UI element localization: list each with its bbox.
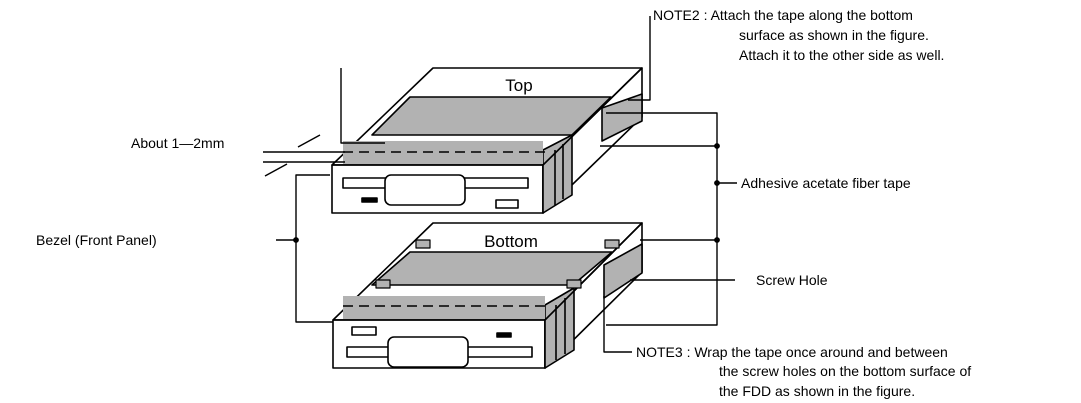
note2-leader xyxy=(628,16,651,101)
top-drive-tape-band-side-front xyxy=(542,134,573,214)
screw-hole-icon xyxy=(415,239,431,249)
adhesive-tape-bracket xyxy=(606,112,718,326)
bottom-drive-tape-band-side xyxy=(603,243,643,299)
top-drive-eject-recess xyxy=(384,174,466,206)
bottom-drive-eject-recess xyxy=(387,336,469,368)
dimension-tick-upper xyxy=(297,134,321,148)
bezel-label: Bezel (Front Panel) xyxy=(36,232,157,248)
note3-line2: the screw holes on the bottom surface of xyxy=(719,363,971,379)
adhesive-tape-label: Adhesive acetate fiber tape xyxy=(741,175,911,191)
top-drive xyxy=(331,67,643,214)
bottom-drive-eject-button xyxy=(351,326,377,336)
top-drive-tape-band-side xyxy=(601,93,643,142)
bottom-drive xyxy=(332,222,643,369)
screw-hole-icon xyxy=(566,279,582,289)
leader-lines xyxy=(263,16,737,353)
dimension-tick-lower xyxy=(264,163,288,177)
note2-line2: surface as shown in the figure. xyxy=(739,27,929,43)
note3-line1: NOTE3 : Wrap the tape once around and be… xyxy=(636,344,948,360)
top-tape-guide-line xyxy=(340,68,385,144)
note3-line3: the FDD as shown in the figure. xyxy=(719,383,915,399)
note3-leader xyxy=(603,296,632,353)
top-label: Top xyxy=(505,76,532,95)
top-drive-tape-band-top xyxy=(371,96,612,136)
screw-hole-label: Screw Hole xyxy=(756,272,828,288)
note2-line3: Attach it to the other side as well. xyxy=(739,47,944,63)
screw-hole-icon xyxy=(375,279,391,289)
note2-line1: NOTE2 : Attach the tape along the bottom xyxy=(653,7,913,23)
bottom-drive-led xyxy=(496,332,512,338)
top-drive-led xyxy=(361,197,378,203)
bottom-drive-tape-band-front xyxy=(343,296,545,319)
top-drive-eject-button xyxy=(495,199,519,209)
about-label: About 1—2mm xyxy=(131,135,224,151)
screw-hole-icon xyxy=(604,239,620,249)
bezel-bracket xyxy=(295,174,333,323)
bottom-drive-tape-band-side-front xyxy=(544,287,575,369)
bottom-label: Bottom xyxy=(484,232,538,251)
